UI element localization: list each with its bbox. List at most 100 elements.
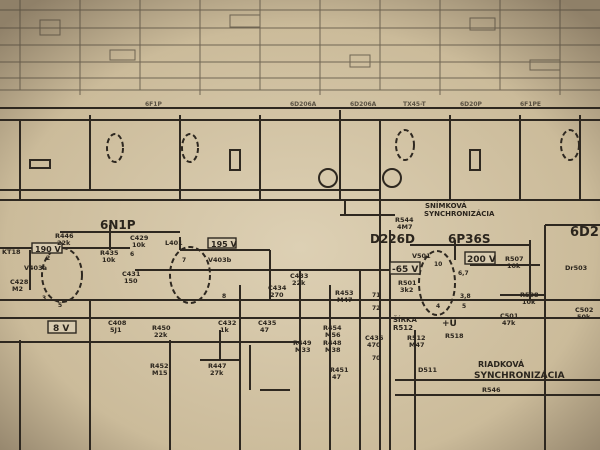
component-value: 50k xyxy=(577,313,591,321)
pin-number: 6 xyxy=(130,251,134,258)
tube-6p36s: 6P36S xyxy=(448,232,491,246)
component-ref: KT18 xyxy=(2,248,21,256)
component-d511: D511 xyxy=(418,366,437,374)
component-value: 270 xyxy=(270,291,284,299)
middle-wiring xyxy=(0,107,600,215)
component-ref: C435 xyxy=(258,319,277,327)
tube-labels: 6N1P 6P36S 6D2 D226D xyxy=(100,218,599,246)
component-value: M56 xyxy=(325,331,341,339)
voltage-200: 200 V xyxy=(467,255,496,265)
component-ref: R518 xyxy=(445,332,464,340)
tubes xyxy=(41,246,456,316)
pin-number: 72 xyxy=(372,305,380,312)
component-value: 27k xyxy=(210,369,224,377)
component-value: 22k xyxy=(57,239,71,247)
component-ref: V501 xyxy=(412,252,431,260)
component-ref: V403b xyxy=(208,256,232,264)
voltage-minus65: -65 V xyxy=(392,265,418,275)
label-tx45: TX45-T xyxy=(403,101,427,108)
label-6f1pe: 6F1PE xyxy=(520,101,541,108)
width-ref: R512 xyxy=(393,324,413,332)
component-value: 150 xyxy=(124,277,138,285)
component-ref: R452 xyxy=(150,362,169,370)
voltage-boxes xyxy=(31,237,496,334)
component-ref: C434 xyxy=(268,284,287,292)
component-kt18: KT18 xyxy=(2,248,21,256)
component-ref: C429 xyxy=(130,234,149,242)
component-ref: D511 xyxy=(418,366,437,374)
component-v403a: V403a xyxy=(24,264,47,272)
component-ref: C431 xyxy=(122,270,141,278)
tube-6n1p: 6N1P xyxy=(100,218,136,232)
component-ref: R435 xyxy=(100,249,119,257)
component-v403b: V403b xyxy=(208,256,232,264)
component-ref: R446 xyxy=(55,232,74,240)
component-value: M47 xyxy=(337,296,353,304)
pin-number: 2 xyxy=(46,255,50,262)
component-r546: R546 xyxy=(482,386,501,394)
component-ref: C432 xyxy=(218,319,236,327)
pin-number: 3 xyxy=(42,295,46,302)
component-ref: R512 xyxy=(407,334,426,342)
component-ref: C408 xyxy=(108,319,127,327)
line-sync-2: SYNCHRONIZÁCIA xyxy=(474,369,565,381)
component-ref: C436 xyxy=(365,334,384,342)
voltage-195: 195 V xyxy=(211,240,237,249)
voltage-8: 8 V xyxy=(53,324,69,334)
top-tube-labels: 6F1P 6D206A 6D206A TX45-T 6D20P 6F1PE xyxy=(145,101,541,108)
component-ref: R508 xyxy=(520,291,539,299)
tube-6d2: 6D2 xyxy=(570,225,599,240)
component-value: M33 xyxy=(295,346,311,354)
voltage-labels: 190 V 195 V 8 V -65 V 200 V +U xyxy=(35,240,496,334)
frame-sync-1: SNÍMKOVÁ xyxy=(425,201,467,210)
tube-v501 xyxy=(418,250,456,316)
component-value: 47k xyxy=(502,319,516,327)
component-v501: V501 xyxy=(412,252,431,260)
component-ref: R453 xyxy=(335,289,354,297)
plus-u: +U xyxy=(442,319,457,329)
diode-d226d: D226D xyxy=(370,232,415,246)
pin-number: 4 xyxy=(436,303,440,310)
width-label: ŠÍRKA xyxy=(393,315,417,324)
pin-number: 5 xyxy=(58,302,62,309)
distant-schematic xyxy=(0,0,600,95)
component-ref: C428 xyxy=(10,278,29,286)
label-6d206a: 6D206A xyxy=(290,101,317,108)
voltage-190: 190 V xyxy=(35,245,61,254)
line-sync-1: RIADKOVÁ xyxy=(478,358,525,369)
component-ref: R450 xyxy=(152,324,171,332)
component-value: 10k xyxy=(522,298,536,306)
component-ref: V403a xyxy=(24,264,47,272)
component-ref: R448 xyxy=(323,339,342,347)
component-value: 10k xyxy=(132,241,146,249)
component-ref: C502 xyxy=(575,306,593,314)
component-value: 470 xyxy=(367,341,381,349)
label-6d206a-2: 6D206A xyxy=(350,101,377,108)
component-value: M47 xyxy=(409,341,425,349)
component-r518: R518 xyxy=(445,332,464,340)
component-value: 3k2 xyxy=(400,286,413,294)
